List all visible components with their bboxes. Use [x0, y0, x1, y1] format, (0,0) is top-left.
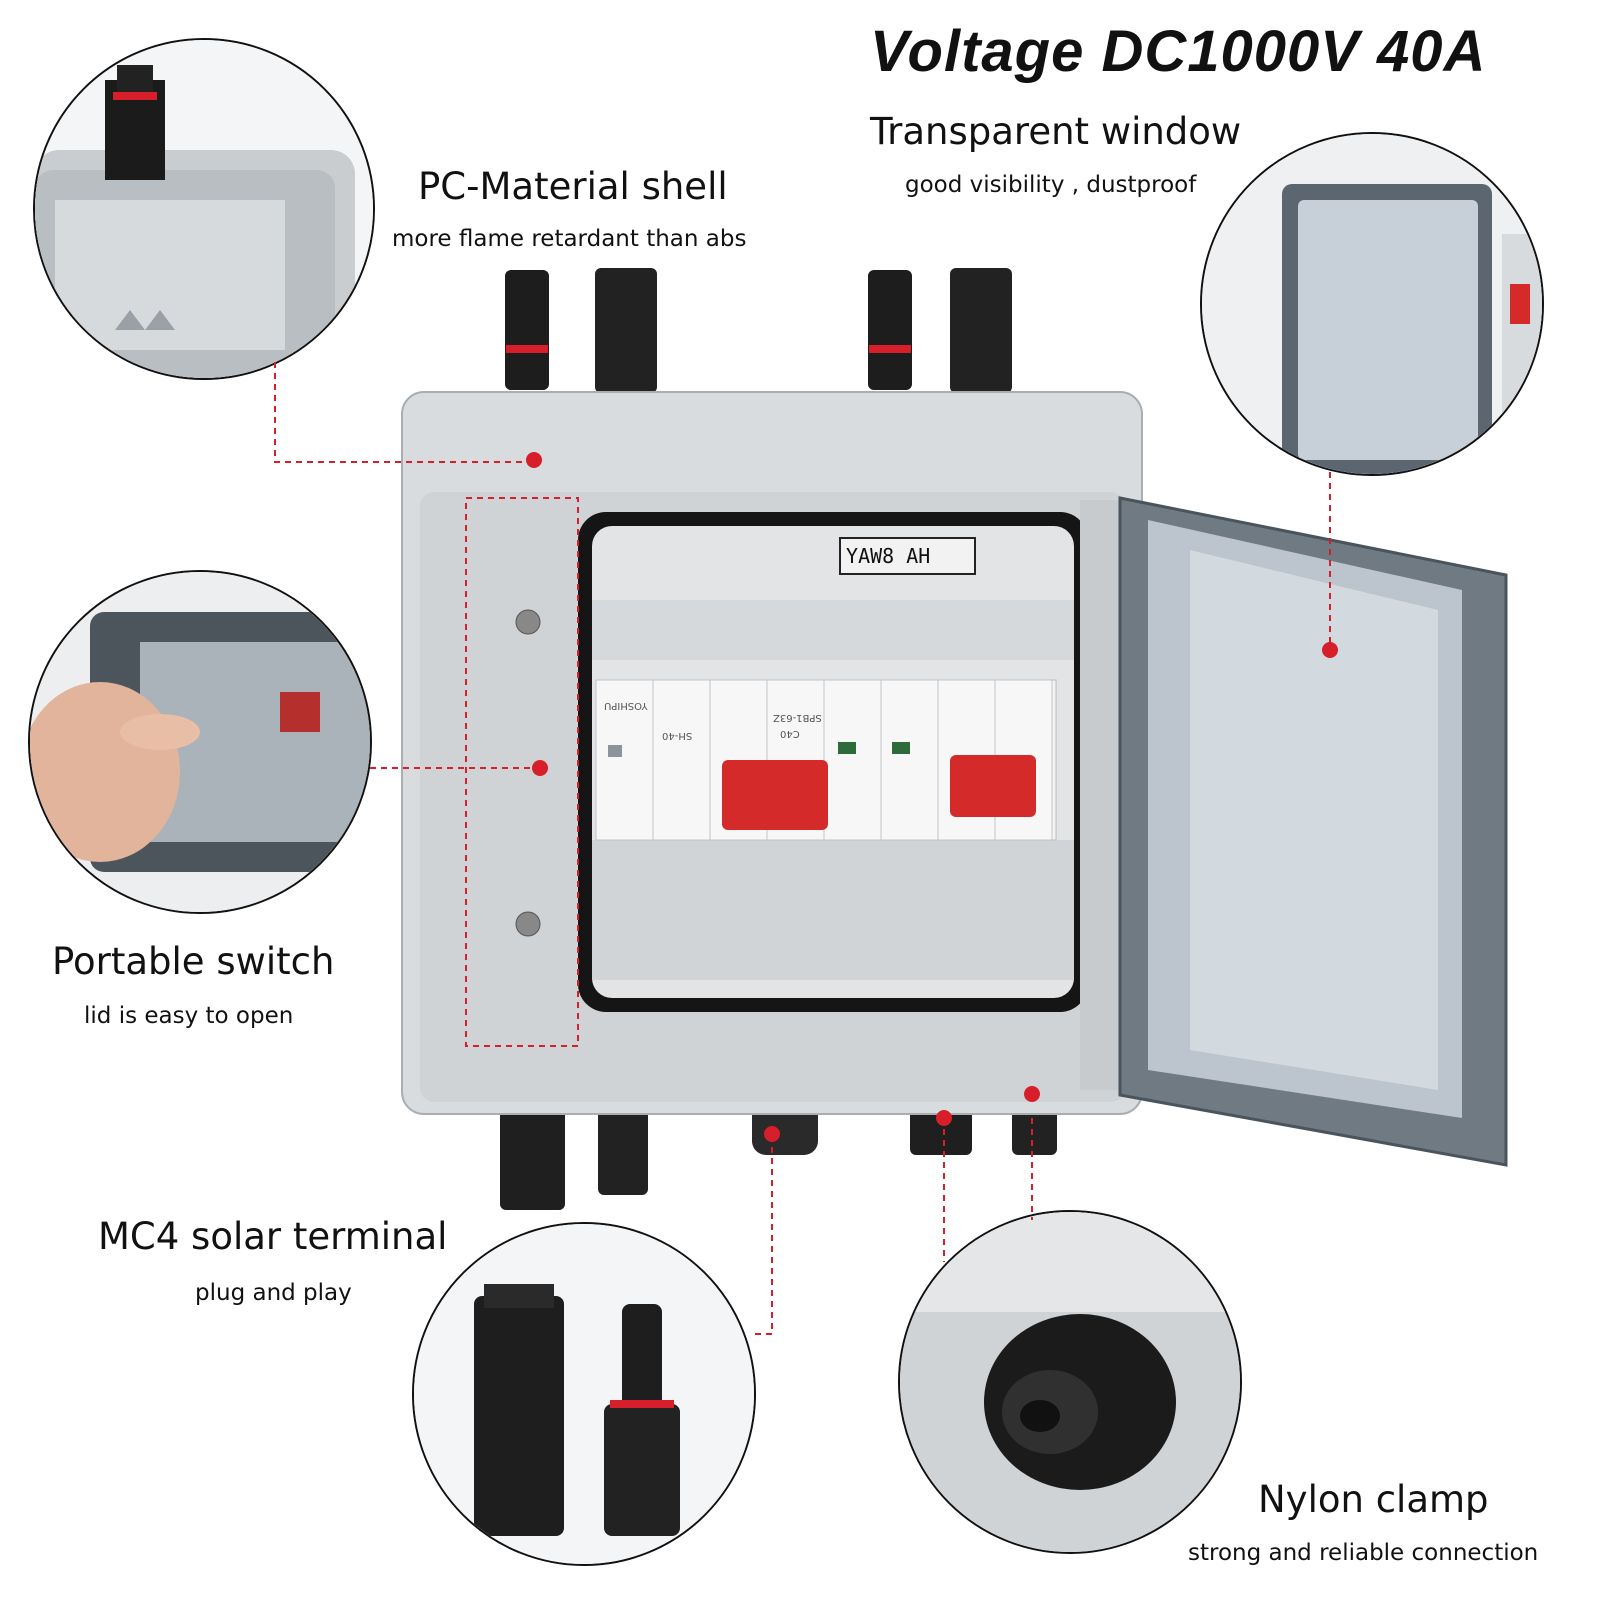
breaker-row — [595, 679, 1057, 841]
window-detail-illustration — [1202, 134, 1542, 474]
detail-circle-window — [1200, 132, 1544, 476]
device-label-brand: YOSHIPU — [604, 700, 648, 711]
top-connectors — [505, 268, 1012, 393]
mc4-detail-illustration — [414, 1224, 754, 1564]
device-label-series: SH-40 — [662, 730, 693, 741]
detail-circle-nylon-clamp — [898, 1210, 1242, 1554]
feature-title-mc4-solar-terminal: MC4 solar terminal — [98, 1215, 448, 1258]
device-label-model: SPB1-63Z — [773, 712, 822, 723]
detail-circle-switch — [28, 570, 372, 914]
shell-detail-illustration — [35, 40, 373, 378]
detail-circle-mc4 — [412, 1222, 756, 1566]
feature-subtitle-mc4-solar-terminal: plug and play — [195, 1280, 352, 1306]
feature-subtitle-nylon-clamp: strong and reliable connection — [1188, 1540, 1539, 1566]
feature-title-pc-material-shell: PC-Material shell — [418, 165, 728, 208]
feature-title-portable-switch: Portable switch — [52, 940, 335, 983]
box-label: HA 8WAY — [846, 544, 931, 568]
feature-title-transparent-window: Transparent window — [870, 110, 1242, 153]
device-label-rating: C40 — [780, 728, 800, 739]
feature-subtitle-portable-switch: lid is easy to open — [84, 1003, 294, 1029]
detail-circle-shell — [33, 38, 375, 380]
headline: Voltage DC1000V 40A — [870, 19, 1487, 84]
feature-subtitle-transparent-window: good visibility , dustproof — [905, 172, 1197, 198]
switch-detail-illustration — [30, 572, 370, 912]
feature-subtitle-pc-material-shell: more flame retardant than abs — [392, 226, 747, 252]
leader-lines — [274, 362, 1331, 1335]
clamp-detail-illustration — [900, 1212, 1240, 1552]
feature-title-nylon-clamp: Nylon clamp — [1258, 1478, 1489, 1521]
callout-dots — [526, 452, 1338, 1142]
